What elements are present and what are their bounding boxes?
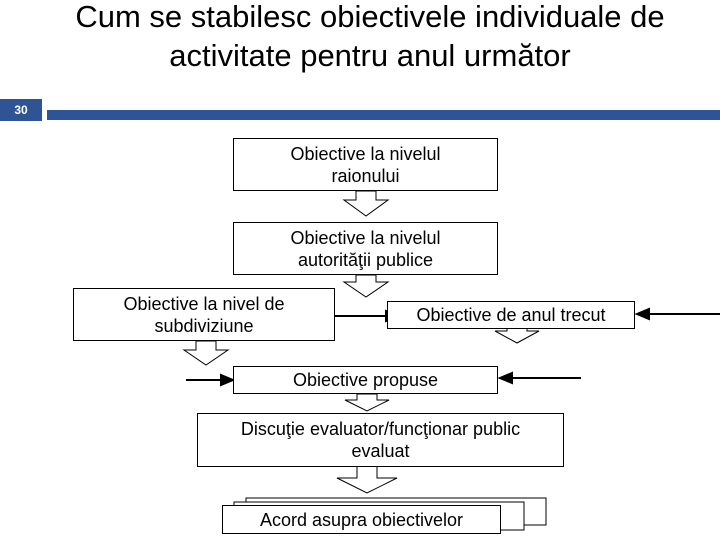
slide-number-bar — [0, 99, 42, 121]
box-obiective-anul-trecut: Obiective de anul trecut — [387, 301, 635, 329]
slide-number: 30 — [14, 103, 28, 117]
box-obiective-raion: Obiective la nivelul raionului — [233, 138, 498, 191]
slide-title: Cum se stabilesc obiectivele individuale… — [75, 0, 665, 73]
box-acord: Acord asupra obiectivelor — [222, 505, 501, 534]
down-arrow-discutie — [336, 465, 398, 494]
down-arrow-propuse — [344, 393, 390, 412]
down-arrow-autoritate — [342, 274, 390, 298]
box-discutie: Discuţie evaluator/funcţionar public eva… — [197, 413, 564, 467]
down-arrow-anul-trecut — [494, 327, 540, 344]
box-obiective-subdiviziune: Obiective la nivel de subdiviziune — [73, 288, 335, 341]
down-arrow-subdiviziune — [182, 340, 230, 366]
box-obiective-propuse: Obiective propuse — [233, 366, 498, 394]
down-arrow-raion — [342, 190, 390, 217]
box-obiective-autoritate: Obiective la nivelul autorităţii publice — [233, 222, 498, 275]
title-underline-bar — [47, 110, 720, 120]
